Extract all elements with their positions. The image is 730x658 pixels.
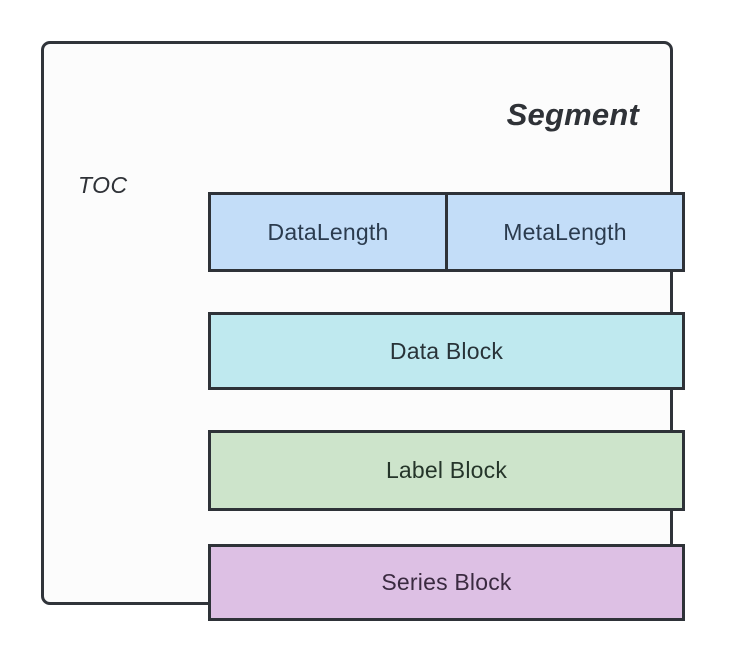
- series-block-row: Series Block: [208, 544, 685, 621]
- data-block-row: Data Block: [208, 312, 685, 390]
- segment-container: Segment DataLength MetaLength Data Block…: [41, 41, 685, 621]
- segment-title: Segment: [506, 97, 639, 132]
- toc-cell-datalength: DataLength: [211, 195, 445, 269]
- toc-cell-metalength: MetaLength: [445, 195, 682, 269]
- data-block-cell: Data Block: [211, 315, 682, 387]
- label-block-cell: Label Block: [211, 433, 682, 508]
- label-block-row: Label Block: [208, 430, 685, 511]
- toc-row: DataLength MetaLength: [208, 192, 685, 272]
- toc-side-label: TOC: [78, 172, 128, 198]
- series-block-cell: Series Block: [211, 547, 682, 618]
